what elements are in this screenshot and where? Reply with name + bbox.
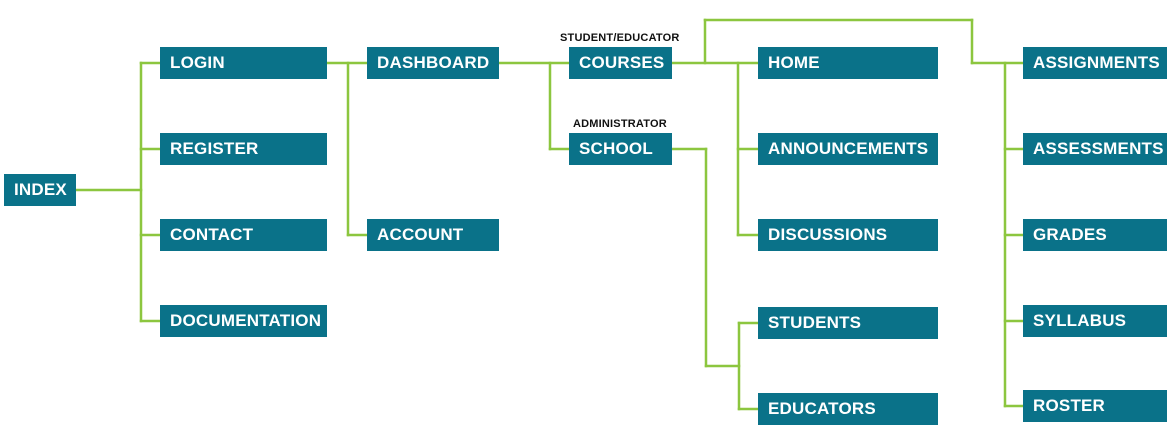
node-index[interactable]: INDEX (4, 174, 76, 206)
node-announcements[interactable]: ANNOUNCEMENTS (758, 133, 938, 165)
node-courses[interactable]: COURSES (569, 47, 672, 79)
node-roster[interactable]: ROSTER (1023, 390, 1167, 422)
node-grades[interactable]: GRADES (1023, 219, 1167, 251)
role-label-student-educator: STUDENT/EDUCATOR (560, 32, 680, 44)
node-login[interactable]: LOGIN (160, 47, 327, 79)
node-dashboard[interactable]: DASHBOARD (367, 47, 499, 79)
node-school[interactable]: SCHOOL (569, 133, 672, 165)
node-register[interactable]: REGISTER (160, 133, 327, 165)
node-contact[interactable]: CONTACT (160, 219, 327, 251)
node-assignments[interactable]: ASSIGNMENTS (1023, 47, 1167, 79)
node-home[interactable]: HOME (758, 47, 938, 79)
node-documentation[interactable]: DOCUMENTATION (160, 305, 327, 337)
node-students[interactable]: STUDENTS (758, 307, 938, 339)
node-educators[interactable]: EDUCATORS (758, 393, 938, 425)
node-discussions[interactable]: DISCUSSIONS (758, 219, 938, 251)
node-assessments[interactable]: ASSESSMENTS (1023, 133, 1167, 165)
node-account[interactable]: ACCOUNT (367, 219, 499, 251)
node-syllabus[interactable]: SYLLABUS (1023, 305, 1167, 337)
role-label-administrator: ADMINISTRATOR (573, 118, 667, 130)
